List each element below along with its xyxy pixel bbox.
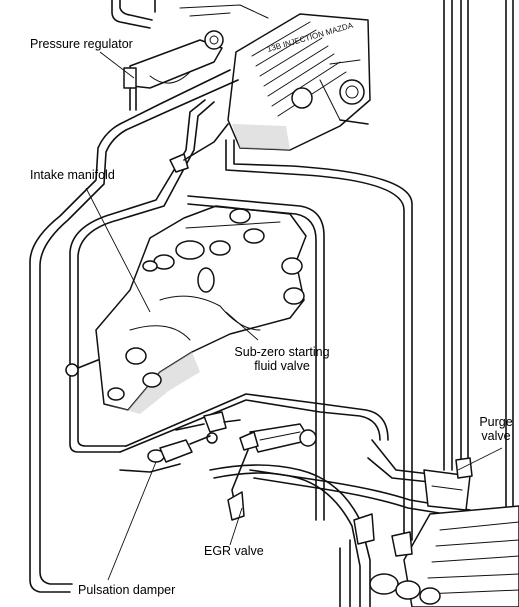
pulsation-damper-part	[147, 435, 211, 463]
small-fitting	[169, 123, 229, 173]
sub-zero-valve-part	[175, 411, 241, 444]
label-purge-line1: Purge	[479, 415, 513, 429]
lower-hose-bundle	[119, 393, 471, 607]
intake-manifold-part	[65, 205, 307, 414]
egr-valve-part	[227, 423, 317, 521]
label-sub-zero-line2: fluid valve	[254, 359, 310, 373]
right-vertical-tubes	[443, 0, 514, 521]
lower-right-assembly	[339, 505, 519, 607]
top-pipes	[111, 0, 269, 29]
label-purge-line2: valve	[481, 429, 511, 443]
label-purge-valve: Purge valve	[474, 415, 518, 443]
label-sub-zero-line1: Sub-zero starting	[234, 345, 330, 359]
purge-valve-part	[423, 457, 473, 511]
left-hose-loop	[29, 69, 239, 593]
label-pulsation-damper: Pulsation damper	[78, 583, 176, 597]
manifold-hoses	[187, 139, 413, 541]
leader-lines	[85, 51, 503, 581]
label-pressure-regulator: Pressure regulator	[30, 37, 133, 51]
label-egr-valve: EGR valve	[204, 544, 264, 558]
engine-block	[227, 13, 371, 151]
pressure-regulator-part	[123, 30, 224, 111]
label-sub-zero-valve: Sub-zero starting fluid valve	[226, 345, 338, 373]
label-intake-manifold: Intake manifold	[30, 168, 115, 182]
